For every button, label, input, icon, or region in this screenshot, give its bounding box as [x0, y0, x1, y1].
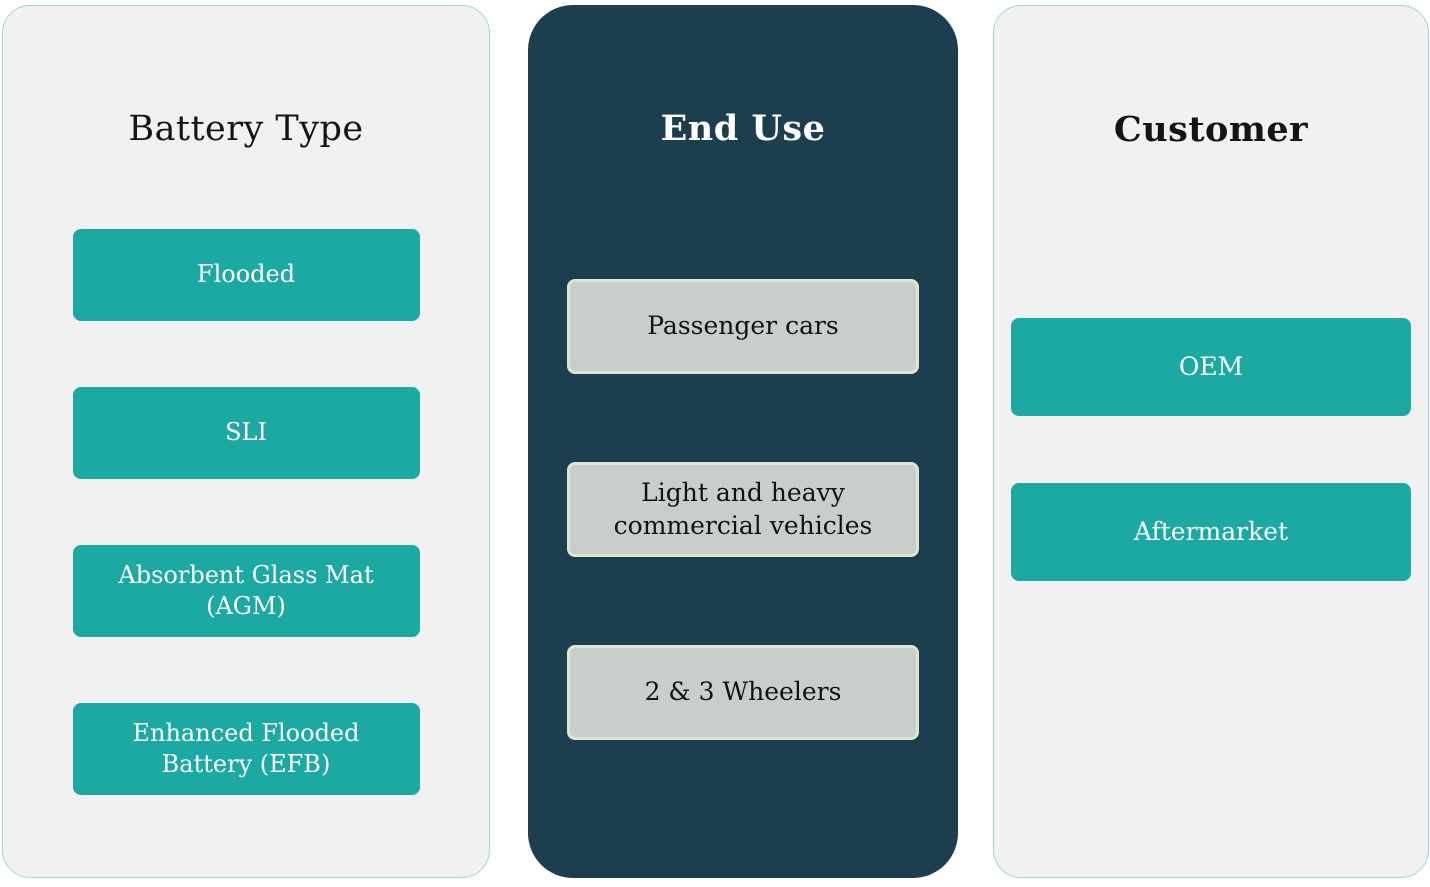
- battery-type-panel: Battery Type Flooded SLI Absorbent Glass…: [2, 5, 490, 878]
- customer-item-oem: OEM: [1011, 318, 1411, 416]
- end-use-panel: End Use Passenger cars Light and heavy c…: [528, 5, 958, 878]
- end-use-item-2-3-wheelers: 2 & 3 Wheelers: [567, 645, 919, 740]
- battery-type-item-efb: Enhanced Flooded Battery (EFB): [72, 703, 420, 795]
- battery-type-item-agm: Absorbent Glass Mat (AGM): [72, 545, 420, 637]
- end-use-item-passenger-cars: Passenger cars: [567, 279, 919, 374]
- end-use-title: End Use: [660, 108, 826, 149]
- customer-item-aftermarket: Aftermarket: [1011, 483, 1411, 581]
- battery-type-title: Battery Type: [128, 109, 364, 149]
- end-use-item-commercial-vehicles: Light and heavy commercial vehicles: [567, 462, 919, 557]
- battery-type-item-flooded: Flooded: [72, 229, 420, 321]
- customer-panel: Customer OEM Aftermarket: [993, 5, 1429, 878]
- battery-type-items: Flooded SLI Absorbent Glass Mat (AGM) En…: [3, 229, 489, 795]
- customer-title: Customer: [1113, 109, 1309, 150]
- battery-type-item-sli: SLI: [72, 387, 420, 479]
- end-use-items: Passenger cars Light and heavy commercia…: [528, 279, 958, 740]
- customer-items: OEM Aftermarket: [994, 318, 1428, 581]
